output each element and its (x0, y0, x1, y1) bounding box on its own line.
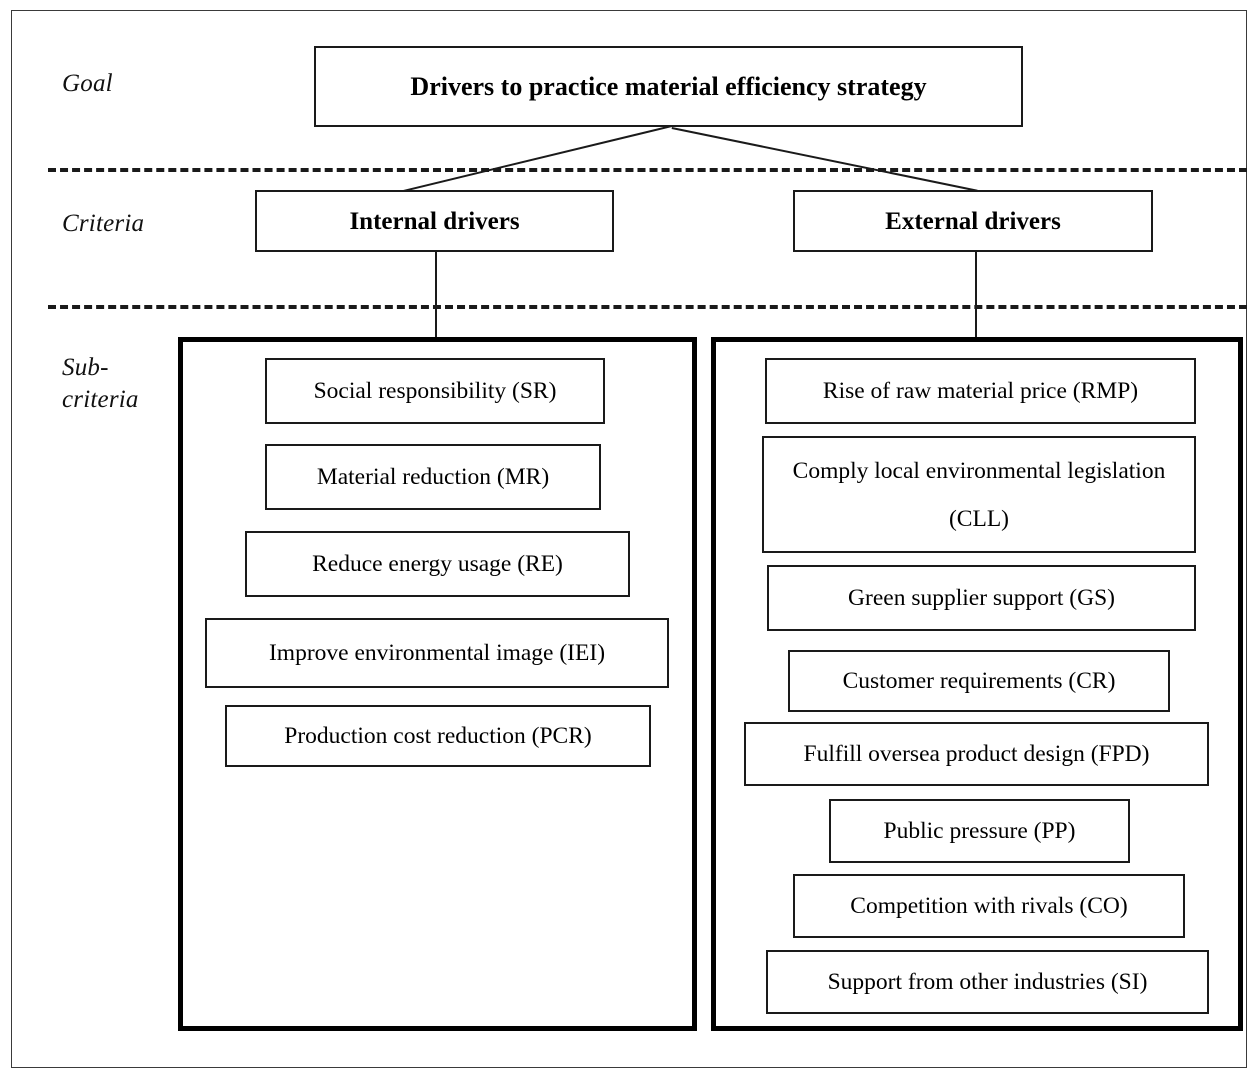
separator-goal-criteria (48, 168, 1247, 172)
subcriteria-node-improve-environmental-image[interactable]: Improve environmental image (IEI) (205, 618, 669, 688)
criteria-node-internal-drivers[interactable]: Internal drivers (255, 190, 614, 252)
subcriteria-node-material-reduction[interactable]: Material reduction (MR) (265, 444, 601, 510)
subcriteria-node-production-cost-reduction[interactable]: Production cost reduction (PCR) (225, 705, 651, 767)
subcriteria-node-reduce-energy-usage[interactable]: Reduce energy usage (RE) (245, 531, 630, 597)
subcriteria-node-rise-of-raw-material-price[interactable]: Rise of raw material price (RMP) (765, 358, 1196, 424)
separator-criteria-subcriteria (48, 305, 1247, 309)
subcriteria-node-social-responsibility[interactable]: Social responsibility (SR) (265, 358, 605, 424)
connector-external-to-group (975, 252, 977, 347)
subcriteria-node-fulfill-oversea-product-design[interactable]: Fulfill oversea product design (FPD) (744, 722, 1209, 786)
subcriteria-node-support-from-other-industries[interactable]: Support from other industries (SI) (766, 950, 1209, 1014)
subcriteria-node-customer-requirements[interactable]: Customer requirements (CR) (788, 650, 1170, 712)
subcriteria-node-green-supplier-support[interactable]: Green supplier support (GS) (767, 565, 1196, 631)
level-label-subcriteria: Sub- criteria (62, 354, 139, 413)
criteria-node-external-drivers[interactable]: External drivers (793, 190, 1153, 252)
goal-node[interactable]: Drivers to practice material efficiency … (314, 46, 1023, 127)
level-label-criteria: Criteria (62, 210, 145, 237)
page-frame (11, 10, 1247, 1068)
subcriteria-node-public-pressure[interactable]: Public pressure (PP) (829, 799, 1130, 863)
subcriteria-node-competition-with-rivals[interactable]: Competition with rivals (CO) (793, 874, 1185, 938)
level-label-goal: Goal (62, 70, 113, 97)
subcriteria-node-comply-local-environmental-legislation[interactable]: Comply local environmental legislation (… (762, 436, 1196, 553)
connector-internal-to-group (435, 252, 437, 347)
